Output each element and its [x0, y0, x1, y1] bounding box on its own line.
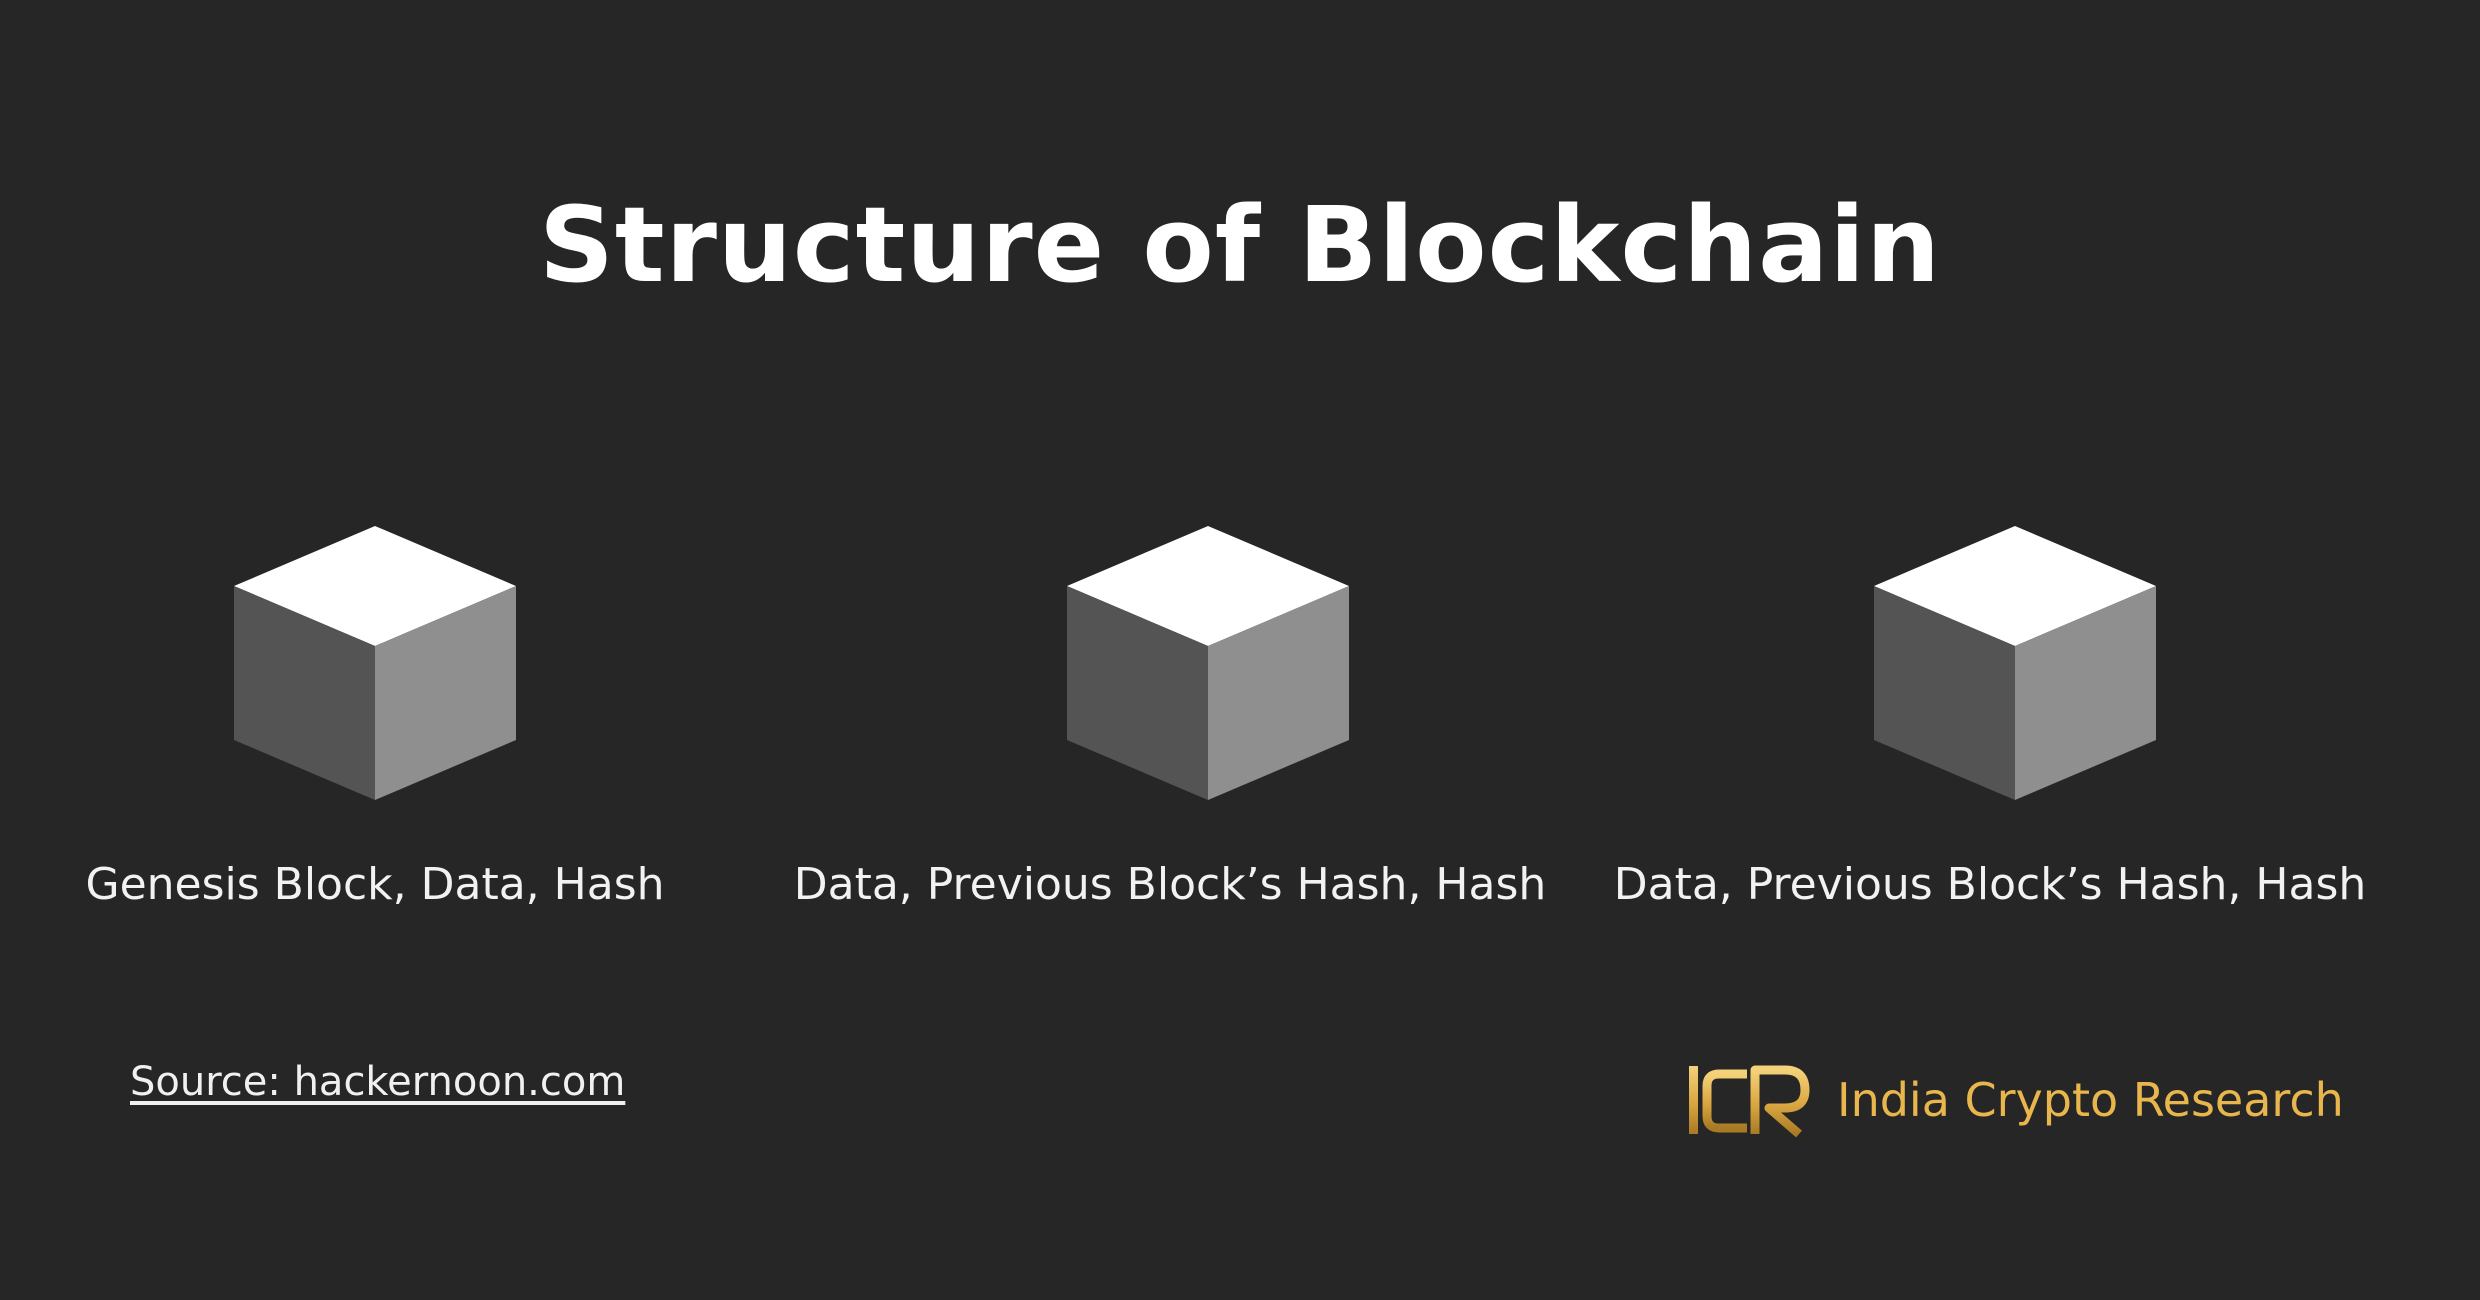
cube-left-face: [1874, 586, 2015, 800]
block-label-3: Data, Previous Block’s Hash, Hash: [1613, 859, 2367, 910]
cube-left-face: [1067, 586, 1208, 800]
block-cube-2: [1067, 526, 1349, 800]
page-title: Structure of Blockchain: [538, 184, 1941, 306]
source-link[interactable]: Source: hackernoon.com: [130, 1059, 626, 1105]
brand: India Crypto Research: [1685, 1060, 2344, 1140]
cube-left-face: [234, 586, 375, 800]
cube-right-face: [375, 586, 516, 800]
block-cube-genesis: [234, 526, 516, 800]
icr-logo-icon: [1689, 1065, 1810, 1138]
block-cube-3: [1874, 526, 2156, 800]
cube-right-face: [1208, 586, 1349, 800]
brand-name: India Crypto Research: [1837, 1073, 2344, 1127]
cube-right-face: [2015, 586, 2156, 800]
block-label-genesis: Genesis Block, Data, Hash: [85, 859, 665, 910]
block-label-2: Data, Previous Block’s Hash, Hash: [793, 859, 1547, 910]
